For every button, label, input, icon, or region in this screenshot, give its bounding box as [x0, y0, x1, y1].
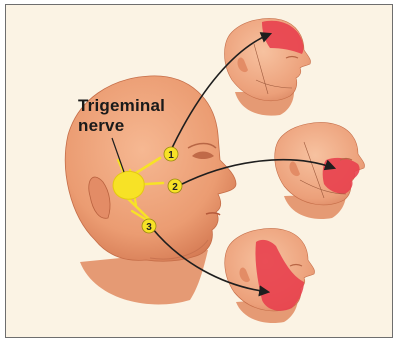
small-head-jaw [225, 229, 315, 324]
trigeminal-nerve-label: Trigeminal nerve [78, 96, 188, 136]
small-head-cheek [275, 123, 365, 220]
branch-marker-2-number: 2 [172, 182, 178, 193]
branch-marker-1: 1 [164, 147, 178, 161]
small-head-forehead [225, 19, 311, 116]
branch-marker-1-number: 1 [168, 150, 174, 161]
branch-marker-2: 2 [168, 179, 182, 193]
label-line-1: Trigeminal [78, 96, 188, 116]
label-line-2: nerve [78, 116, 188, 136]
branch-marker-3-number: 3 [146, 222, 152, 233]
branch-marker-3: 3 [142, 219, 156, 233]
